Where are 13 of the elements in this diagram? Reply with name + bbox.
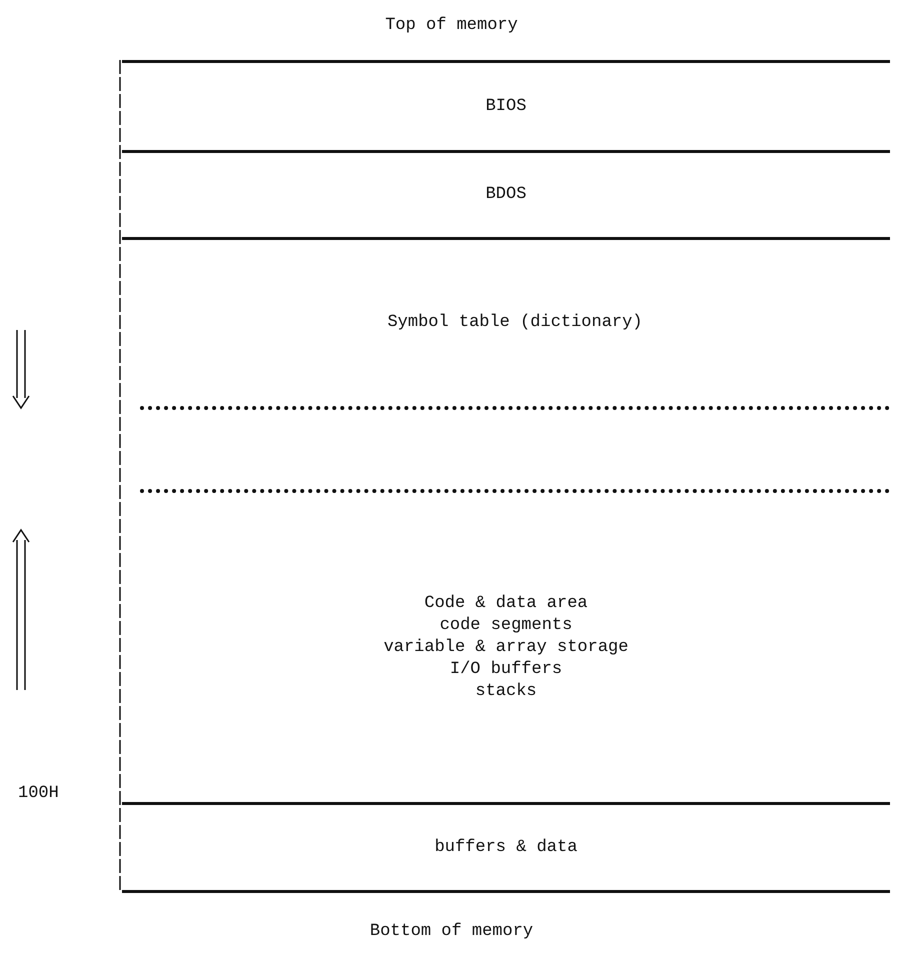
region-item: code segments <box>440 614 572 636</box>
title: Top of memory <box>385 16 518 35</box>
region-label: BIOS <box>486 96 526 118</box>
address-label: 100H <box>18 784 59 803</box>
memory-region <box>122 60 890 153</box>
region-label: Code & data area <box>424 592 588 614</box>
region-label: BDOS <box>486 184 526 206</box>
region-item: stacks <box>475 680 537 702</box>
caption: Bottom of memory <box>370 922 534 941</box>
region-label: Symbol table (dictionary) <box>387 312 643 334</box>
region-item: variable & array storage <box>384 636 628 658</box>
region-item: I/O buffers <box>450 658 562 680</box>
region-label: buffers & data <box>434 836 578 858</box>
